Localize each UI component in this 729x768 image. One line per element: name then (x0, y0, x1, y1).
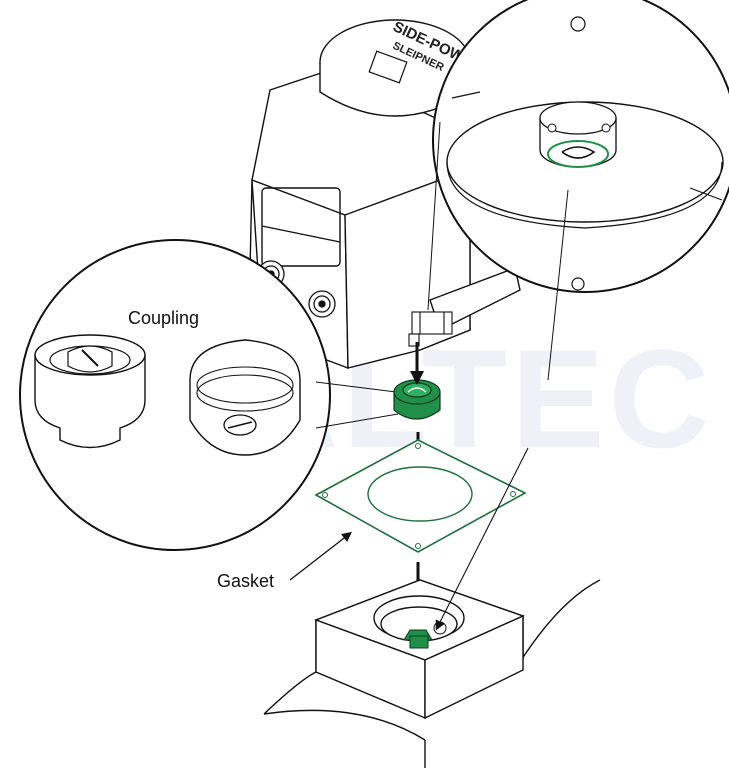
motor-shaft-bracket (408, 311, 453, 347)
zoom-pointer-line (427, 121, 441, 311)
coupling-part-highlighted (393, 379, 441, 420)
detail-pointer-line-1 (547, 189, 569, 381)
coupling-callout-line-bottom (315, 413, 399, 429)
coupling-label: Coupling (128, 308, 200, 328)
detail-pointer-line-2 (435, 447, 529, 631)
zoom-detail-motor-underside (432, 0, 729, 293)
coupling-callout-line-top (315, 381, 397, 393)
zoom-detail-coupling (19, 239, 331, 551)
gasket-leader-arrow (289, 531, 352, 581)
gasket-plate (314, 439, 527, 553)
propeller-shaft-coupling (403, 621, 447, 649)
gasket-label: Gasket (217, 571, 275, 591)
thruster-base (263, 579, 601, 768)
